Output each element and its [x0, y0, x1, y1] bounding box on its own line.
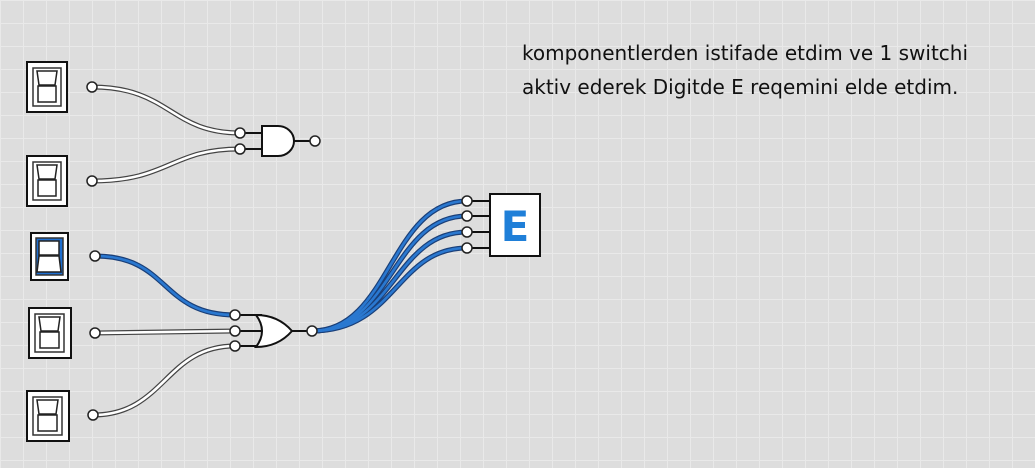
- digit-display-input-port-3[interactable]: [461, 226, 473, 238]
- and-gate-input-port-a[interactable]: [234, 127, 246, 139]
- switch-4-output-port[interactable]: [89, 327, 101, 339]
- switch-4[interactable]: [28, 307, 72, 359]
- wire-switch5-or[interactable]: [92, 343, 236, 418]
- or-gate-input-port-c[interactable]: [229, 340, 241, 352]
- digit-display[interactable]: E: [489, 193, 541, 257]
- and-gate-input-port-b[interactable]: [234, 143, 246, 155]
- switch-3-output-port[interactable]: [89, 250, 101, 262]
- digit-display-input-port-1[interactable]: [461, 195, 473, 207]
- switch-5-output-port[interactable]: [87, 409, 99, 421]
- or-gate[interactable]: [235, 313, 312, 349]
- wire-switch4-or[interactable]: [94, 328, 236, 336]
- switch-1-output-port[interactable]: [86, 81, 98, 93]
- or-gate-input-port-a[interactable]: [229, 309, 241, 321]
- switch-3[interactable]: [30, 232, 69, 281]
- and-gate[interactable]: [240, 125, 315, 157]
- annotation-line-1: komponentlerden istifade etdim ve 1 swit…: [522, 41, 969, 65]
- digit-display-input-port-4[interactable]: [461, 242, 473, 254]
- wire-switch1-and[interactable]: [91, 84, 241, 136]
- wire-or-display[interactable]: [311, 198, 468, 334]
- switch-2-output-port[interactable]: [86, 175, 98, 187]
- digit-display-pins: [467, 200, 490, 249]
- and-gate-output-port[interactable]: [309, 135, 321, 147]
- annotation-note: komponentlerden istifade etdim ve 1 swit…: [522, 36, 1022, 104]
- switch-2[interactable]: [26, 155, 68, 207]
- wire-switch3-or[interactable]: [94, 253, 236, 318]
- or-gate-input-port-b[interactable]: [229, 325, 241, 337]
- switch-1[interactable]: [26, 61, 68, 113]
- digit-display-input-port-2[interactable]: [461, 210, 473, 222]
- digit-display-value: E: [501, 202, 530, 251]
- annotation-line-2: aktiv ederek Digitde E reqemini elde etd…: [522, 75, 959, 99]
- or-gate-output-port[interactable]: [306, 325, 318, 337]
- wire-switch2-and[interactable]: [91, 146, 241, 184]
- switch-5[interactable]: [26, 390, 70, 442]
